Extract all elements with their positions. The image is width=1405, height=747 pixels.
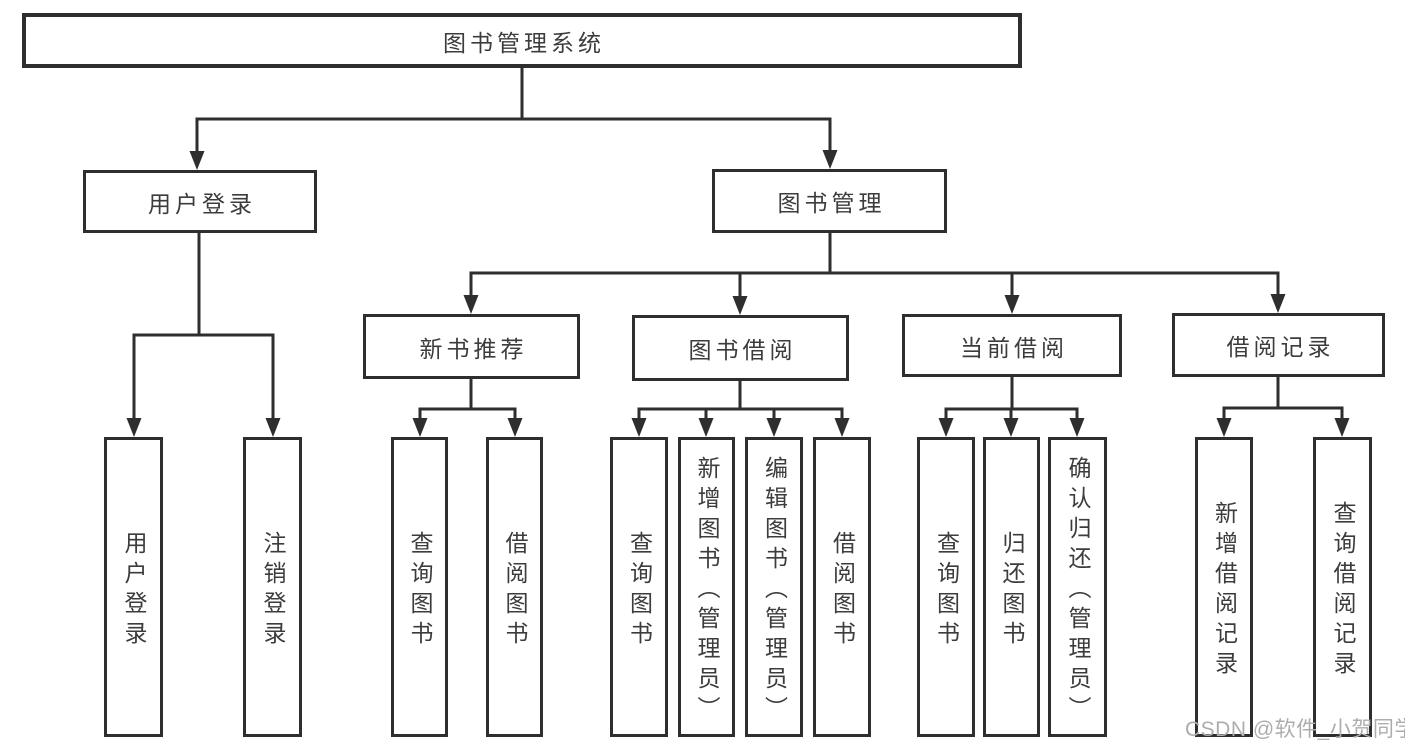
leaf-bb-edit-book: 编辑图书（管理员） bbox=[745, 437, 803, 737]
leaf-bb-query-book-label: 查询图书 bbox=[626, 530, 653, 651]
leaf-br-add-record-label: 新增借阅记录 bbox=[1211, 500, 1238, 681]
leaf-cb-confirm-return: 确认归还（管理员） bbox=[1048, 437, 1107, 737]
leaf-bb-borrow-book-label: 借阅图书 bbox=[829, 530, 856, 651]
arrowhead-icon bbox=[698, 418, 714, 437]
arrowhead-icon bbox=[189, 151, 205, 170]
arrowhead-icon bbox=[1334, 418, 1350, 437]
node-borrow-records-label: 借阅记录 bbox=[1226, 334, 1335, 360]
leaf-cb-query-book-label: 查询图书 bbox=[933, 530, 960, 651]
arrowhead-icon bbox=[265, 418, 281, 437]
leaf-bb-query-book: 查询图书 bbox=[610, 437, 668, 737]
arrowhead-icon bbox=[126, 418, 142, 437]
leaf-cb-confirm-return-label: 确认归还（管理员） bbox=[1065, 455, 1091, 726]
edge-book-mgmt-to-sections bbox=[463, 232, 1286, 315]
edge-root-to-branches bbox=[189, 68, 838, 170]
arrowhead-icon bbox=[507, 418, 523, 437]
watermark: CSDN @软件_小贺同学 bbox=[1185, 718, 1405, 741]
edge-borrow-records-to-leaves bbox=[1216, 376, 1350, 437]
node-book-borrow-label: 图书借阅 bbox=[688, 337, 797, 363]
arrowhead-icon bbox=[834, 418, 850, 437]
arrowhead-icon bbox=[766, 418, 782, 437]
edge-user-login-to-leaves bbox=[126, 233, 281, 437]
leaf-user-login-label: 用户登录 bbox=[121, 530, 147, 651]
leaf-rec-query-book: 查询图书 bbox=[391, 437, 448, 737]
node-current-borrow-label: 当前借阅 bbox=[960, 334, 1068, 361]
node-book-mgmt-label: 图书管理 bbox=[777, 190, 886, 216]
leaf-user-login: 用户登录 bbox=[104, 437, 163, 737]
arrowhead-icon bbox=[463, 295, 479, 314]
leaf-cb-return-book-label: 归还图书 bbox=[999, 530, 1025, 651]
leaf-cb-query-book: 查询图书 bbox=[917, 437, 975, 737]
node-new-book-rec: 新书推荐 bbox=[363, 314, 580, 379]
node-current-borrow: 当前借阅 bbox=[902, 314, 1122, 377]
arrowhead-icon bbox=[1216, 418, 1232, 437]
arrowhead-icon bbox=[631, 418, 647, 437]
arrowhead-icon bbox=[1003, 418, 1019, 437]
node-new-book-rec-label: 新书推荐 bbox=[419, 335, 528, 362]
arrowhead-icon bbox=[822, 150, 838, 169]
leaf-bb-edit-book-label: 编辑图书（管理员） bbox=[761, 455, 788, 726]
leaf-rec-borrow-book: 借阅图书 bbox=[486, 437, 543, 737]
arrowhead-icon bbox=[1004, 295, 1020, 314]
edge-new-book-rec-to-leaves bbox=[412, 378, 523, 437]
arrowhead-icon bbox=[732, 296, 748, 315]
node-root: 图书管理系统 bbox=[22, 13, 1022, 68]
node-book-borrow: 图书借阅 bbox=[632, 315, 849, 381]
arrowhead-icon bbox=[412, 418, 428, 437]
edge-book-borrow-to-leaves bbox=[631, 380, 850, 437]
arrowhead-icon bbox=[1270, 294, 1286, 313]
leaf-logout-label: 注销登录 bbox=[260, 530, 286, 651]
node-book-mgmt: 图书管理 bbox=[712, 169, 947, 233]
arrowhead-icon bbox=[938, 418, 954, 437]
arrowhead-icon bbox=[1069, 418, 1085, 437]
leaf-bb-borrow-book: 借阅图书 bbox=[813, 437, 871, 737]
leaf-rec-query-book-label: 查询图书 bbox=[407, 530, 433, 651]
leaf-logout: 注销登录 bbox=[243, 437, 302, 737]
node-user-login-label: 用户登录 bbox=[148, 190, 256, 217]
leaf-br-query-record: 查询借阅记录 bbox=[1313, 437, 1372, 737]
node-borrow-records: 借阅记录 bbox=[1172, 313, 1385, 377]
leaf-cb-return-book: 归还图书 bbox=[983, 437, 1040, 737]
node-user-login: 用户登录 bbox=[83, 170, 317, 233]
leaf-br-add-record: 新增借阅记录 bbox=[1195, 437, 1253, 737]
leaf-br-query-record-label: 查询借阅记录 bbox=[1330, 500, 1356, 681]
leaf-rec-borrow-book-label: 借阅图书 bbox=[502, 530, 528, 651]
edge-current-borrow-to-leaves bbox=[938, 376, 1085, 437]
leaf-bb-add-book-label: 新增图书（管理员） bbox=[694, 455, 720, 726]
node-root-label: 图书管理系统 bbox=[443, 29, 605, 56]
leaf-bb-add-book: 新增图书（管理员） bbox=[678, 437, 735, 737]
